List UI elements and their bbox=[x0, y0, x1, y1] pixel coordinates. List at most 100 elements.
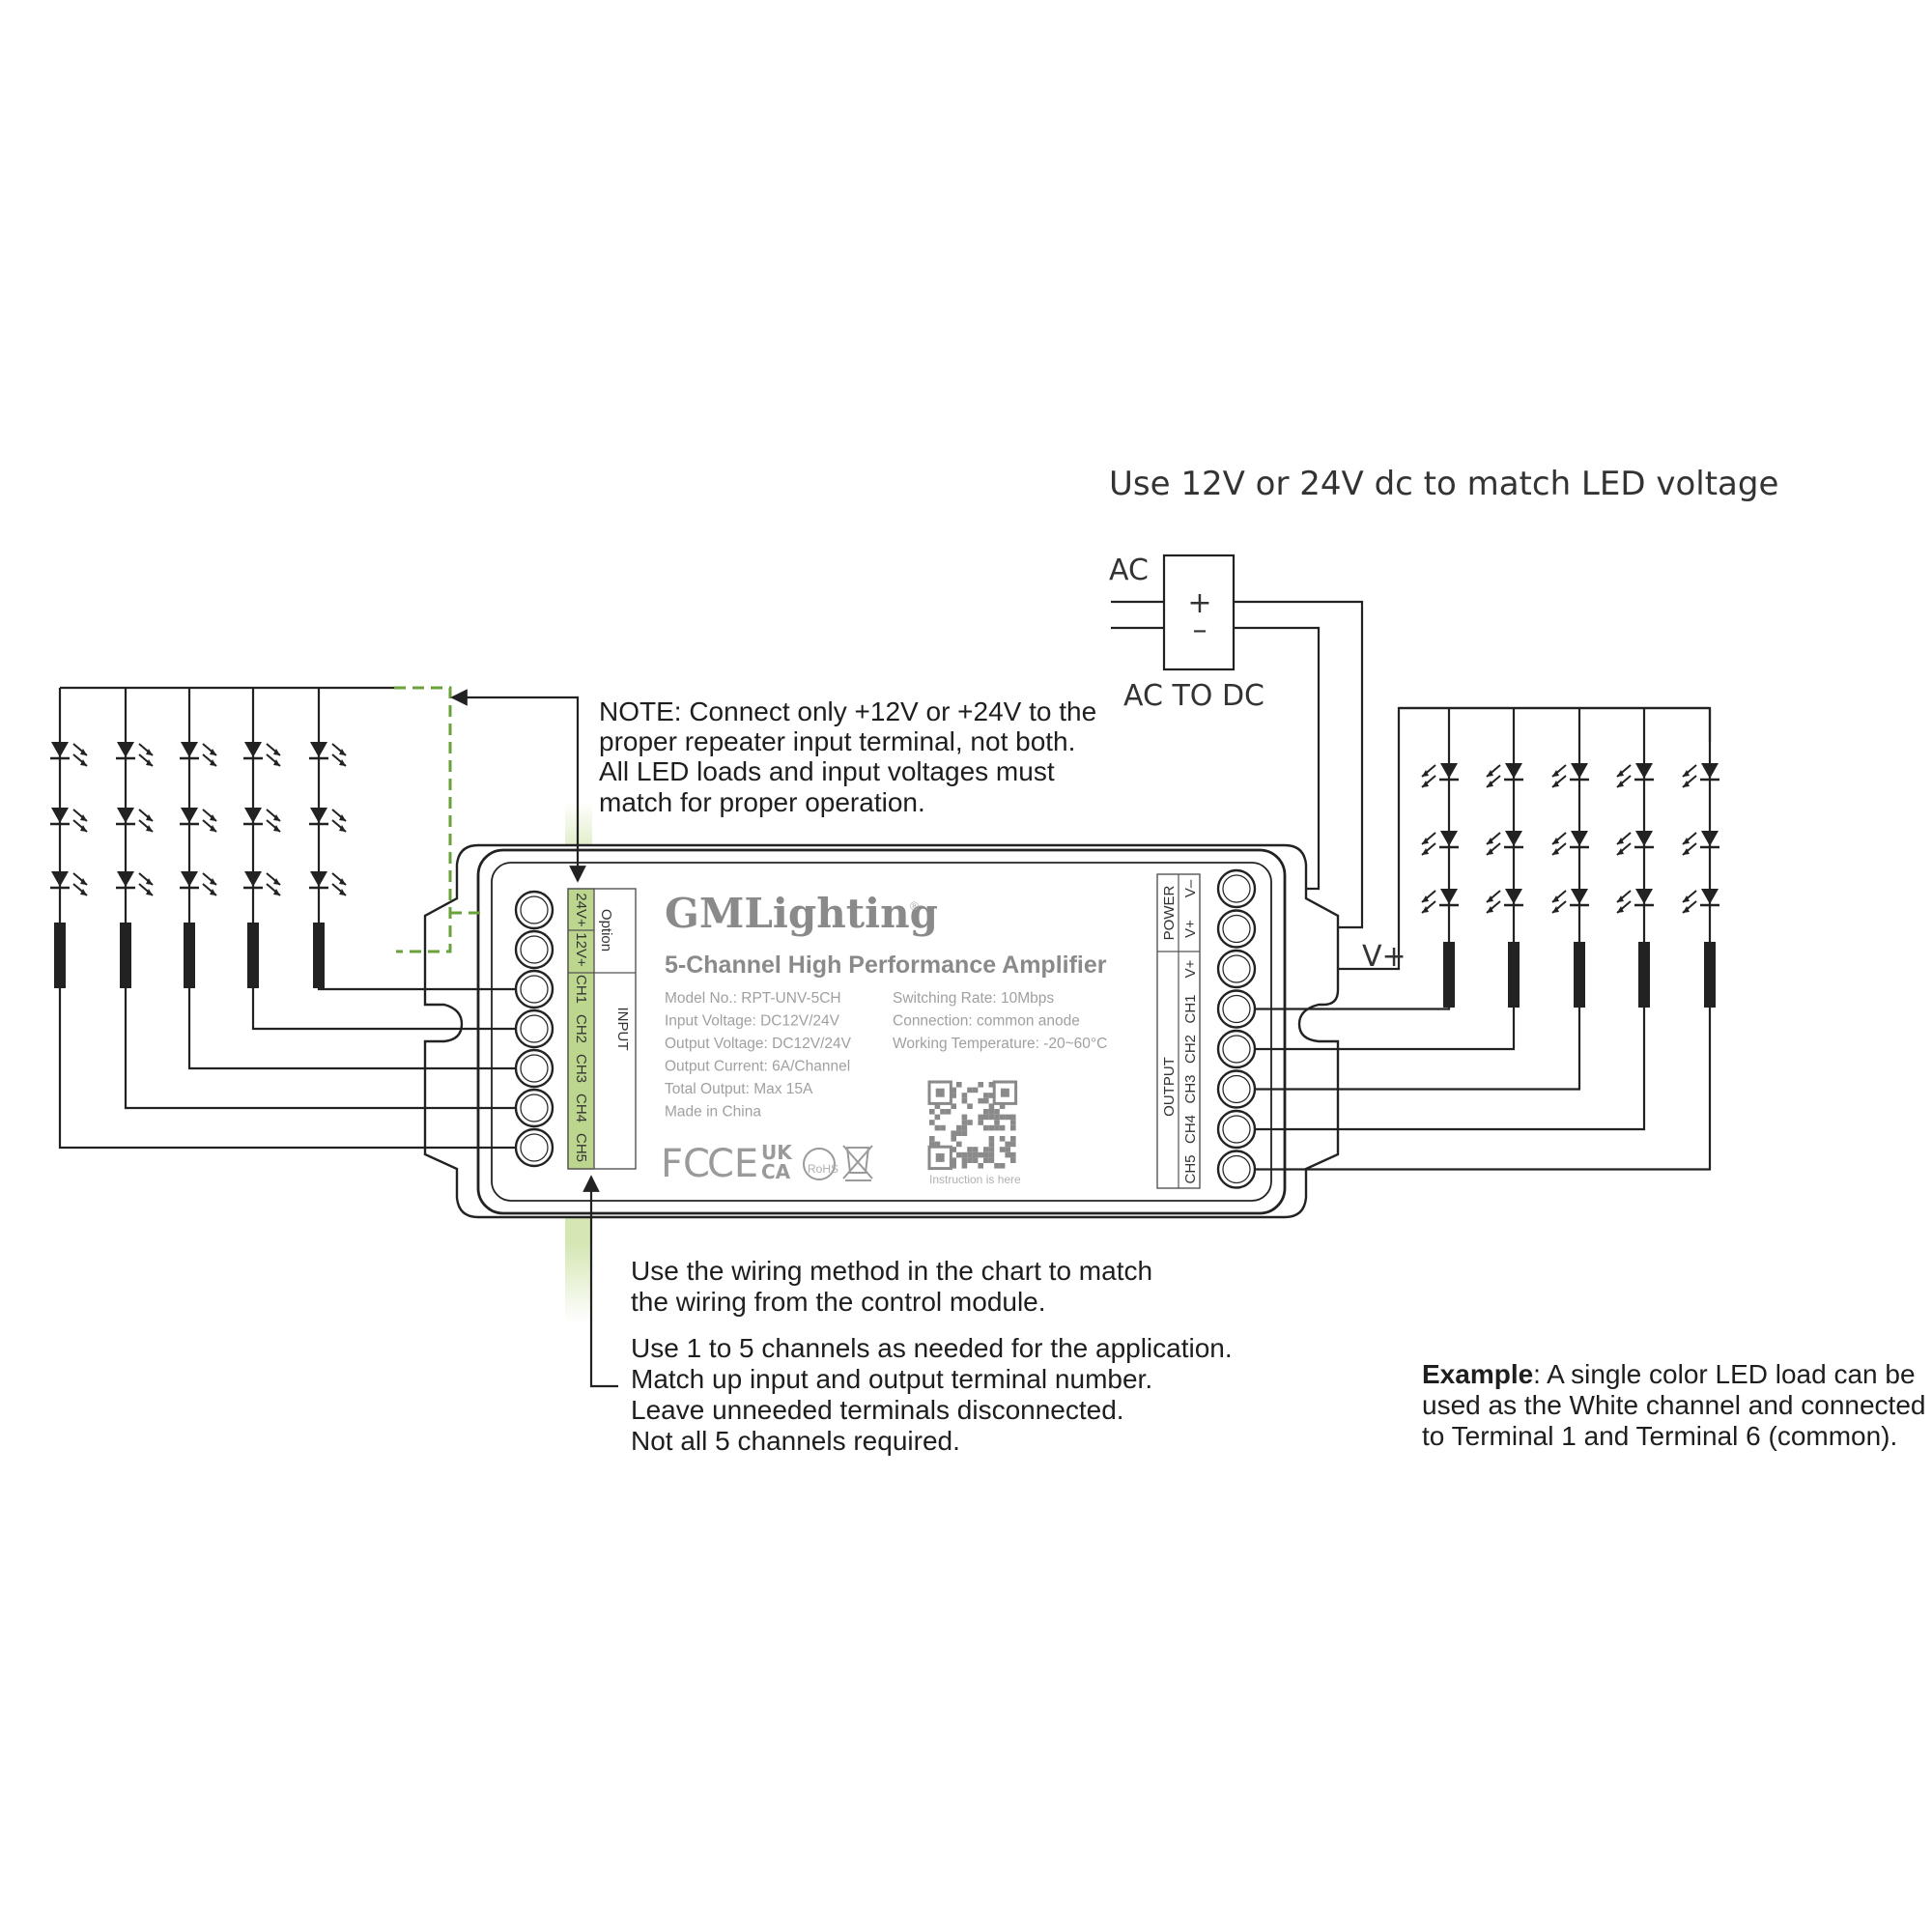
device-body-inner bbox=[491, 862, 1272, 1202]
led-diode-icon bbox=[181, 808, 198, 823]
vplus-label: V+ bbox=[1362, 940, 1406, 974]
ac-to-dc-caption: AC TO DC bbox=[1123, 679, 1264, 713]
led-diode-icon bbox=[244, 808, 262, 823]
led-diode-icon bbox=[51, 808, 69, 823]
led-diode-icon bbox=[1571, 763, 1588, 779]
ukca-mark-ca: CA bbox=[761, 1160, 791, 1183]
spec-line: Connection: common anode bbox=[893, 1013, 1080, 1030]
input-terminal-highlight bbox=[567, 888, 595, 1170]
channels-arrow-line bbox=[582, 1175, 618, 1388]
input-channel-wire bbox=[317, 987, 516, 991]
qr-caption: Instruction is here bbox=[929, 1173, 1021, 1186]
input-terminal-label: CH3 bbox=[573, 1054, 589, 1083]
led-diode-icon bbox=[1505, 889, 1522, 904]
led-diode-icon bbox=[1635, 831, 1653, 846]
output-terminal-screw[interactable] bbox=[1216, 1069, 1257, 1109]
input-terminal-screw[interactable] bbox=[514, 1127, 554, 1168]
input-terminal-screw[interactable] bbox=[514, 969, 554, 1009]
svg-text:the wiring from the control mo: the wiring from the control module. bbox=[631, 1287, 1046, 1317]
output-channel-wire bbox=[1255, 1008, 1581, 1091]
example-note: Example: A single color LED load can be … bbox=[1422, 1359, 1925, 1451]
led-diode-icon bbox=[1571, 889, 1588, 904]
spec-line: Model No.: RPT-UNV-5CH bbox=[665, 990, 841, 1007]
led-diode-icon bbox=[244, 871, 262, 887]
output-terminal-screw[interactable] bbox=[1216, 949, 1257, 989]
rohs-icon bbox=[803, 1148, 836, 1180]
spec-line: Total Output: Max 15A bbox=[665, 1081, 813, 1097]
led-diode-icon bbox=[181, 742, 198, 757]
led-strip-resistor bbox=[247, 923, 259, 988]
product-name: 5-Channel High Performance Amplifier bbox=[665, 952, 1107, 979]
led-diode-icon bbox=[1701, 763, 1719, 779]
brand-logo: GMLighting bbox=[665, 890, 938, 937]
svg-text:to Terminal 1 and Terminal 6 (: to Terminal 1 and Terminal 6 (common). bbox=[1422, 1421, 1897, 1451]
led-diode-icon bbox=[1635, 889, 1653, 904]
input-channel-wire bbox=[187, 988, 516, 1070]
led-strip-resistor bbox=[120, 923, 131, 988]
output-terminal-label: CH3 bbox=[1182, 1074, 1199, 1103]
led-diode-icon bbox=[244, 742, 262, 757]
svg-text:NOTE: Connect only +12V or +24: NOTE: Connect only +12V or +24V to the bbox=[599, 696, 1096, 726]
output-terminal-screw[interactable] bbox=[1216, 1150, 1257, 1189]
led-strip-resistor bbox=[184, 923, 195, 988]
led-strip-resistor bbox=[1443, 942, 1455, 1008]
spec-line: Output Voltage: DC12V/24V bbox=[665, 1036, 852, 1052]
note-arrow-line bbox=[450, 689, 586, 883]
led-diode-icon bbox=[310, 808, 327, 823]
output-power-label: POWER bbox=[1161, 886, 1178, 941]
power-heading: Use 12V or 24V dc to match LED voltage bbox=[1109, 465, 1778, 503]
led-diode-icon bbox=[1571, 831, 1588, 846]
output-terminal-label: CH1 bbox=[1182, 994, 1199, 1023]
optional-12v-wire bbox=[394, 686, 452, 953]
output-terminal-screw[interactable] bbox=[1216, 1109, 1257, 1150]
output-terminal-screw[interactable] bbox=[1216, 909, 1257, 949]
output-terminal-label: CH2 bbox=[1182, 1035, 1199, 1064]
led-diode-icon bbox=[1440, 831, 1458, 846]
dc-plus-wire bbox=[1234, 600, 1364, 929]
led-diode-icon bbox=[1440, 763, 1458, 779]
output-terminal-label: V+ bbox=[1182, 920, 1199, 938]
input-label-frame bbox=[567, 888, 637, 1170]
spec-line: Made in China bbox=[665, 1104, 761, 1121]
input-terminal-screw[interactable] bbox=[514, 1048, 554, 1089]
output-terminal-screw[interactable] bbox=[1216, 1029, 1257, 1069]
wiring-note: Use the wiring method in the chart to ma… bbox=[631, 1256, 1152, 1317]
amplifier-device: Instruction is here GMLighting ® 5-Chann… bbox=[423, 843, 1340, 1219]
rohs-label: RoHS bbox=[808, 1162, 838, 1176]
input-channel-wire bbox=[58, 988, 516, 1150]
ac-to-dc-converter bbox=[1162, 554, 1236, 671]
output-group-label: OUTPUT bbox=[1161, 1057, 1178, 1117]
output-channel-wire bbox=[1255, 1008, 1646, 1131]
ac-label: AC bbox=[1109, 554, 1149, 587]
ce-mark: CE bbox=[707, 1142, 758, 1186]
led-strip-resistor bbox=[1638, 942, 1650, 1008]
qr-code-icon bbox=[927, 1080, 1018, 1171]
crossed-bin-icon bbox=[842, 1145, 873, 1181]
output-terminal-screw[interactable] bbox=[1216, 989, 1257, 1029]
led-diode-icon bbox=[1635, 763, 1653, 779]
input-terminal-label: CH1 bbox=[573, 975, 589, 1004]
led-diode-icon bbox=[51, 871, 69, 887]
output-terminal-block bbox=[1216, 868, 1257, 1189]
led-diode-icon bbox=[310, 871, 327, 887]
input-terminal-screw[interactable] bbox=[514, 1009, 554, 1049]
ukca-mark-uk: UK bbox=[761, 1141, 793, 1164]
led-diode-icon bbox=[1701, 889, 1719, 904]
input-terminal-label: CH5 bbox=[573, 1133, 589, 1162]
output-terminal-screw[interactable] bbox=[1216, 868, 1257, 909]
svg-text:Match up input and output term: Match up input and output terminal numbe… bbox=[631, 1364, 1152, 1394]
svg-text:proper repeater input terminal: proper repeater input terminal, not both… bbox=[599, 726, 1075, 756]
brand-registered: ® bbox=[910, 899, 919, 913]
led-strip-resistor bbox=[54, 923, 66, 988]
input-terminal-label: CH4 bbox=[573, 1094, 589, 1122]
input-channel-wire bbox=[124, 988, 516, 1110]
input-terminal-screw[interactable] bbox=[514, 1088, 554, 1128]
output-channel-wire bbox=[1255, 1008, 1451, 1010]
input-terminal-screw[interactable] bbox=[514, 890, 554, 930]
led-diode-icon bbox=[51, 742, 69, 757]
input-terminal-screw[interactable] bbox=[514, 929, 554, 970]
led-diode-icon bbox=[117, 742, 134, 757]
output-terminal-label: CH4 bbox=[1182, 1115, 1199, 1144]
